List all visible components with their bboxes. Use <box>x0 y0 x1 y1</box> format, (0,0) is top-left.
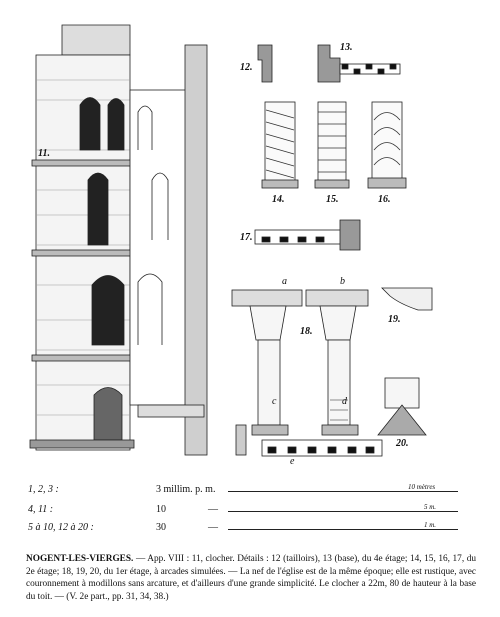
bell-tower-elevation <box>29 24 247 456</box>
detail-19-cornice <box>381 287 433 311</box>
figure-label-d: d <box>342 396 347 407</box>
figure-label-14: 14. <box>272 194 285 205</box>
scale-value: 30 <box>156 522 166 533</box>
figure-label-e: e <box>290 456 295 467</box>
detail-16-leaf-column <box>367 101 407 189</box>
scale-bar-label: 5 m. <box>424 503 437 511</box>
scale-value: 10 <box>156 504 166 515</box>
detail-18-capitals-columns <box>231 289 383 457</box>
figure-label-18: 18. <box>300 326 313 337</box>
scale-row: 4, 11 : 10 — 5 m. <box>28 503 458 518</box>
scale-bar-label: 1 m. <box>424 521 437 529</box>
figure-label-16: 16. <box>378 194 391 205</box>
figure-label-20: 20. <box>396 438 409 449</box>
figure-label-b: b <box>340 276 345 287</box>
figure-label-15: 15. <box>326 194 339 205</box>
caption-title: NOGENT-LES-VIERGES. <box>26 554 134 564</box>
detail-13-base <box>317 44 401 83</box>
scale-bar <box>228 491 458 492</box>
figure-label-11: 11. <box>38 148 50 159</box>
figure-label-19: 19. <box>388 314 401 325</box>
scale-value: 3 millim. p. m. <box>156 484 216 495</box>
scale-range: 4, 11 : <box>28 504 54 515</box>
detail-15-banded-column <box>314 101 350 189</box>
detail-17-string-course <box>254 219 361 251</box>
figure-label-c: c <box>272 396 277 407</box>
figure-label-a: a <box>282 276 287 287</box>
detail-12-abacus <box>257 44 273 83</box>
scale-range: 1, 2, 3 : <box>28 484 59 495</box>
scale-bar <box>228 529 458 530</box>
scale-row: 1, 2, 3 : 3 millim. p. m. 10 mètres <box>28 483 458 498</box>
caption-body: — App. VIII : 11, clocher. Détails : 12 … <box>26 554 476 602</box>
figure-label-17: 17. <box>240 232 253 243</box>
scale-range: 5 à 10, 12 à 20 : <box>28 522 94 533</box>
figure-caption: NOGENT-LES-VIERGES. — App. VIII : 11, cl… <box>26 553 476 603</box>
figure-label-13: 13. <box>340 42 353 53</box>
figure-label-12: 12. <box>240 62 253 73</box>
scale-row: 5 à 10, 12 à 20 : 30 — 1 m. <box>28 521 458 536</box>
detail-14-twisted-column <box>261 101 299 189</box>
scale-bar-label: 10 mètres <box>408 483 436 491</box>
scale-unit: — <box>208 504 218 515</box>
scale-unit: — <box>208 522 218 533</box>
detail-20-column-base <box>377 377 427 436</box>
scale-bar <box>228 511 458 512</box>
